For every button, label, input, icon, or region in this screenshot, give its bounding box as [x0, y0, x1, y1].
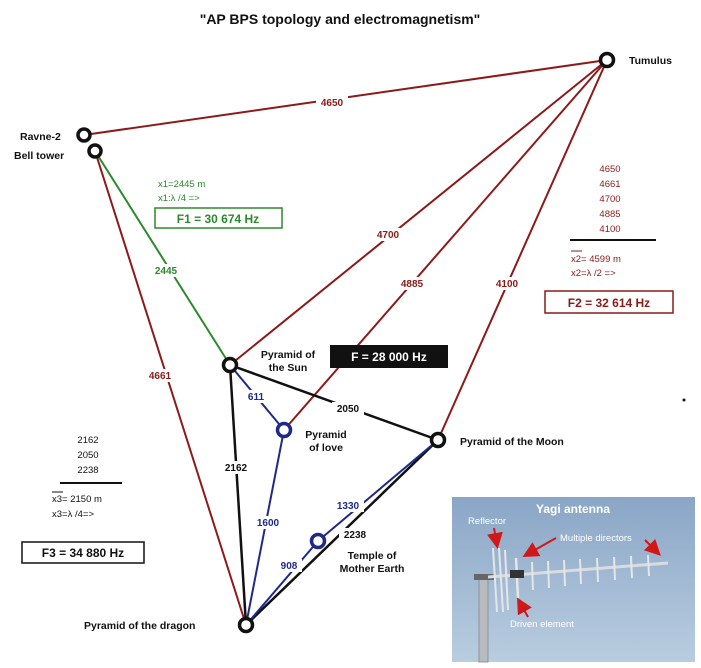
f3-block: 2162 2050 2238 x3= 2150 m x3=λ /4=> F3 =…: [21, 435, 145, 564]
edge-label-love-dragon: 1600: [257, 518, 280, 529]
label-love-line2: of love: [309, 442, 343, 454]
edge-label-moon-dragon: 2238: [344, 530, 367, 541]
f1-box: [154, 207, 283, 229]
edge-label-bell-dragon: 4661: [149, 371, 172, 382]
f3-formula: x3=λ /4=>: [52, 509, 94, 520]
label-earth-line1: Temple of: [348, 550, 397, 562]
f1-block: x1=2445 m x1:λ /4 => F1 = 30 674 Hz: [154, 179, 283, 229]
yagi-title: Yagi antenna: [536, 502, 610, 516]
edge-label-earth-dragon: 908: [281, 561, 298, 572]
yagi-directors-label: Multiple directors: [560, 533, 632, 544]
f3-value: F3 = 34 880 Hz: [42, 546, 124, 560]
edge-label-sun-tumulus: 4700: [377, 230, 400, 241]
yagi-director-1: [531, 561, 534, 591]
label-ravne2: Ravne-2: [20, 131, 61, 143]
node-pyramid-sun: [221, 356, 239, 374]
label-pyramid-moon: Pyramid of the Moon: [460, 436, 564, 448]
f-main-box: [330, 345, 448, 368]
f3-box: [21, 541, 145, 564]
edge-sun-tumulus: [229, 59, 608, 366]
label-bell-tower: Bell tower: [14, 150, 64, 162]
yagi-mast: [478, 574, 489, 663]
f-main-value: F = 28 000 Hz: [351, 350, 427, 364]
node-labels: Ravne-2 Bell tower Tumulus Pyramid of th…: [14, 55, 672, 632]
f3-mean: x3= 2150 m: [52, 494, 102, 505]
f3-value-3: 2238: [77, 465, 98, 476]
yagi-director-7: [630, 555, 633, 579]
f2-value-1: 4650: [599, 164, 620, 175]
edge-earth-dragon: [245, 540, 319, 626]
edge-label-sun-moon: 2050: [337, 404, 360, 415]
f-main-block: F = 28 000 Hz: [330, 345, 448, 368]
diagram-title: "AP BPS topology and electromagnetism": [200, 11, 481, 27]
yagi-directors-arrow-left: [522, 537, 557, 557]
stray-dot: [682, 398, 686, 402]
f1-line2: x1:λ /4 =>: [158, 193, 200, 204]
edge-bell-sun: [94, 150, 231, 366]
f2-mean: x2= 4599 m: [571, 254, 621, 265]
f2-value-4: 4885: [599, 209, 620, 220]
yagi-director-5: [596, 557, 599, 583]
yagi-director-8: [647, 554, 650, 577]
edge-label-sun-love: 611: [248, 392, 265, 403]
yagi-reflector-1: [492, 547, 498, 613]
yagi-reflector-arrow: [487, 527, 503, 549]
label-sun-line2: the Sun: [269, 362, 308, 374]
f2-value-3: 4700: [599, 194, 620, 205]
label-love-line1: Pyramid: [305, 429, 346, 441]
f2-box: [544, 290, 674, 314]
nodes: [76, 51, 616, 634]
edge-sun-dragon: [228, 364, 248, 626]
edge-labels: 4650 4700 4885 4100 2445 4661 611 2050 2…: [144, 96, 523, 572]
f2-value-2: 4661: [599, 179, 620, 190]
f2-value: F2 = 32 614 Hz: [568, 296, 650, 310]
edge-bell-dragon: [94, 150, 247, 626]
edge-label-sun-dragon: 2162: [225, 463, 248, 474]
yagi-reflector-label: Reflector: [468, 516, 506, 527]
f3-value-2: 2050: [77, 450, 98, 461]
node-pyramid-dragon: [237, 616, 255, 634]
edge-label-moon-tumulus: 4100: [496, 279, 519, 290]
yagi-director-4: [579, 558, 582, 585]
label-earth-line2: Mother Earth: [340, 563, 405, 575]
edge-love-tumulus: [283, 59, 608, 431]
yagi-driven-arrow: [517, 597, 532, 618]
node-pyramid-love: [275, 421, 293, 439]
node-temple-mother-earth: [309, 532, 327, 550]
edge-label-bell-sun: 2445: [155, 266, 178, 277]
label-sun-line1: Pyramid of: [261, 349, 316, 361]
edge-label-ravne-tumulus: 4650: [321, 98, 344, 109]
edge-moon-earth: [317, 439, 439, 542]
f3-value-1: 2162: [77, 435, 98, 446]
node-ravne2: [76, 127, 92, 143]
yagi-reflector-3: [504, 549, 509, 611]
label-pyramid-dragon: Pyramid of the dragon: [84, 620, 195, 632]
f2-formula: x2=λ /2 =>: [571, 268, 616, 279]
label-tumulus: Tumulus: [629, 55, 672, 67]
f1-value: F1 = 30 674 Hz: [177, 212, 259, 226]
yagi-director-3: [563, 559, 566, 587]
yagi-directors-arrow-right: [643, 538, 661, 556]
yagi-director-2: [547, 560, 550, 589]
yagi-clamp: [474, 574, 494, 580]
edge-label-moon-earth: 1330: [337, 501, 360, 512]
yagi-reflector-2: [498, 547, 504, 613]
f2-value-5: 4100: [599, 224, 620, 235]
red-edges: [83, 59, 608, 626]
yagi-director-6: [613, 556, 616, 581]
yagi-directors: [531, 554, 650, 591]
f1-line1: x1=2445 m: [158, 179, 205, 190]
edge-label-love-tumulus: 4885: [401, 279, 424, 290]
node-bell-tower: [87, 143, 103, 159]
node-pyramid-moon: [429, 431, 447, 449]
node-tumulus: [598, 51, 616, 69]
blue-edges: [229, 364, 439, 626]
edge-moon-tumulus: [437, 59, 608, 441]
yagi-feed-box: [510, 570, 524, 578]
yagi-antenna-illustration: Yagi antenna Reflector Multiple director…: [452, 497, 695, 663]
f2-block: 4650 4661 4700 4885 4100 x2= 4599 m x2=λ…: [544, 164, 674, 314]
yagi-driven-label: Driven element: [510, 619, 574, 630]
